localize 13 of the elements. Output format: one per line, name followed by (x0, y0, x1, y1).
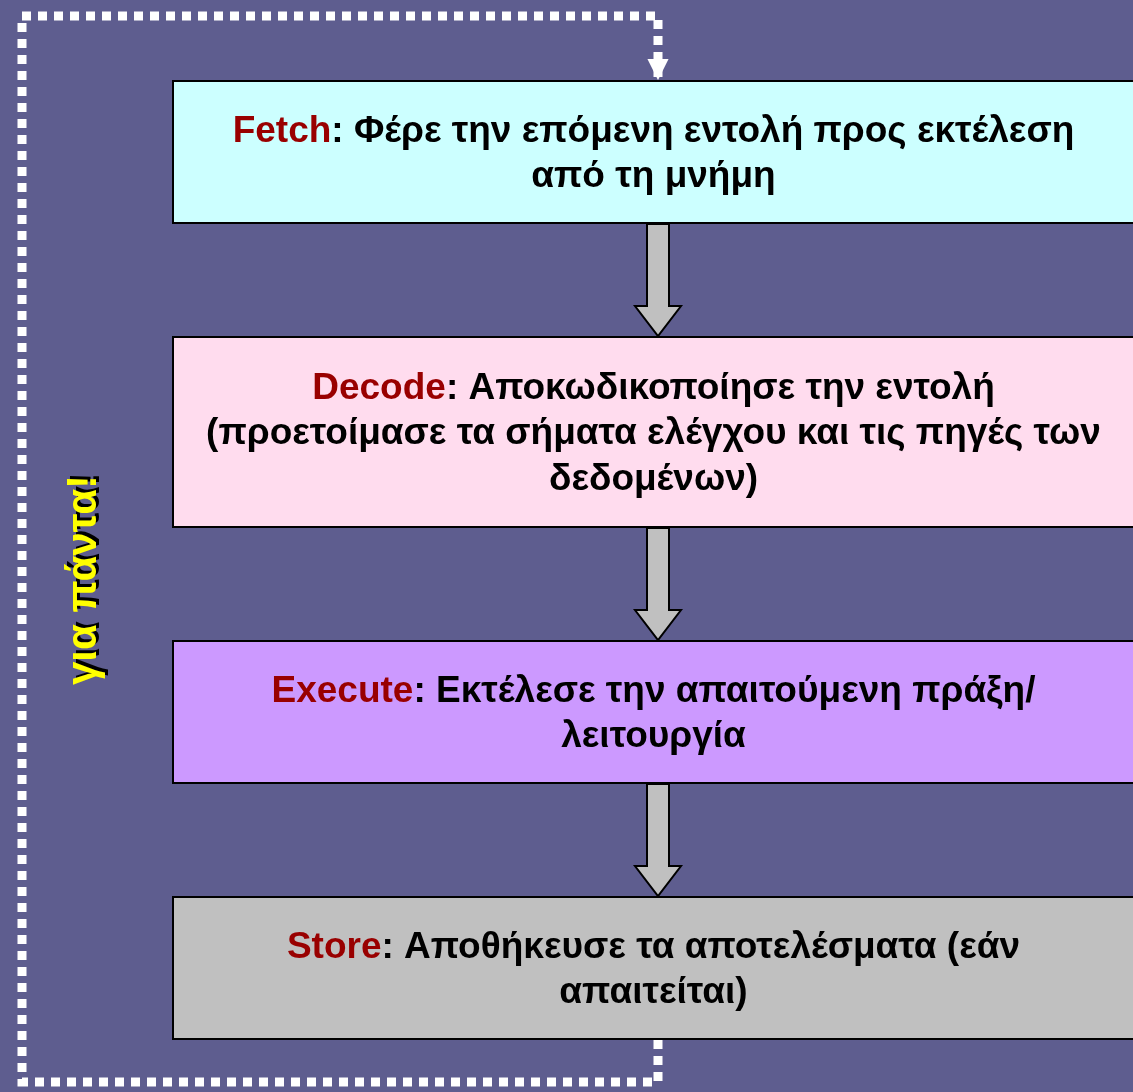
block-arrow (632, 783, 684, 898)
process-box (172, 336, 1133, 528)
edge-label: για πάντα! (58, 474, 106, 686)
step-text: Fetch: Φέρε την επόμενη εντολή προς εκτέλεση από τη μνήμη (231, 107, 1076, 197)
process-box (172, 896, 1133, 1040)
step-text: Decode: Αποκωδικοποίησε την εντολή (προετοίμασε τα σήματα ελέγχου και τις πηγές των δεδομένων) (205, 365, 1102, 500)
step-text: Store: Αποθήκευσε τα αποτελέσματα (εάν απαιτείται) (285, 923, 1022, 1013)
process-box (172, 80, 1133, 224)
block-arrow (632, 223, 684, 338)
process-box (172, 640, 1133, 784)
block-arrow (632, 527, 684, 642)
loop-arrow (17, 11, 669, 1087)
step-text: Execute: Εκτέλεσε την απαιτούμενη πράξη/λειτουργία (270, 667, 1037, 757)
